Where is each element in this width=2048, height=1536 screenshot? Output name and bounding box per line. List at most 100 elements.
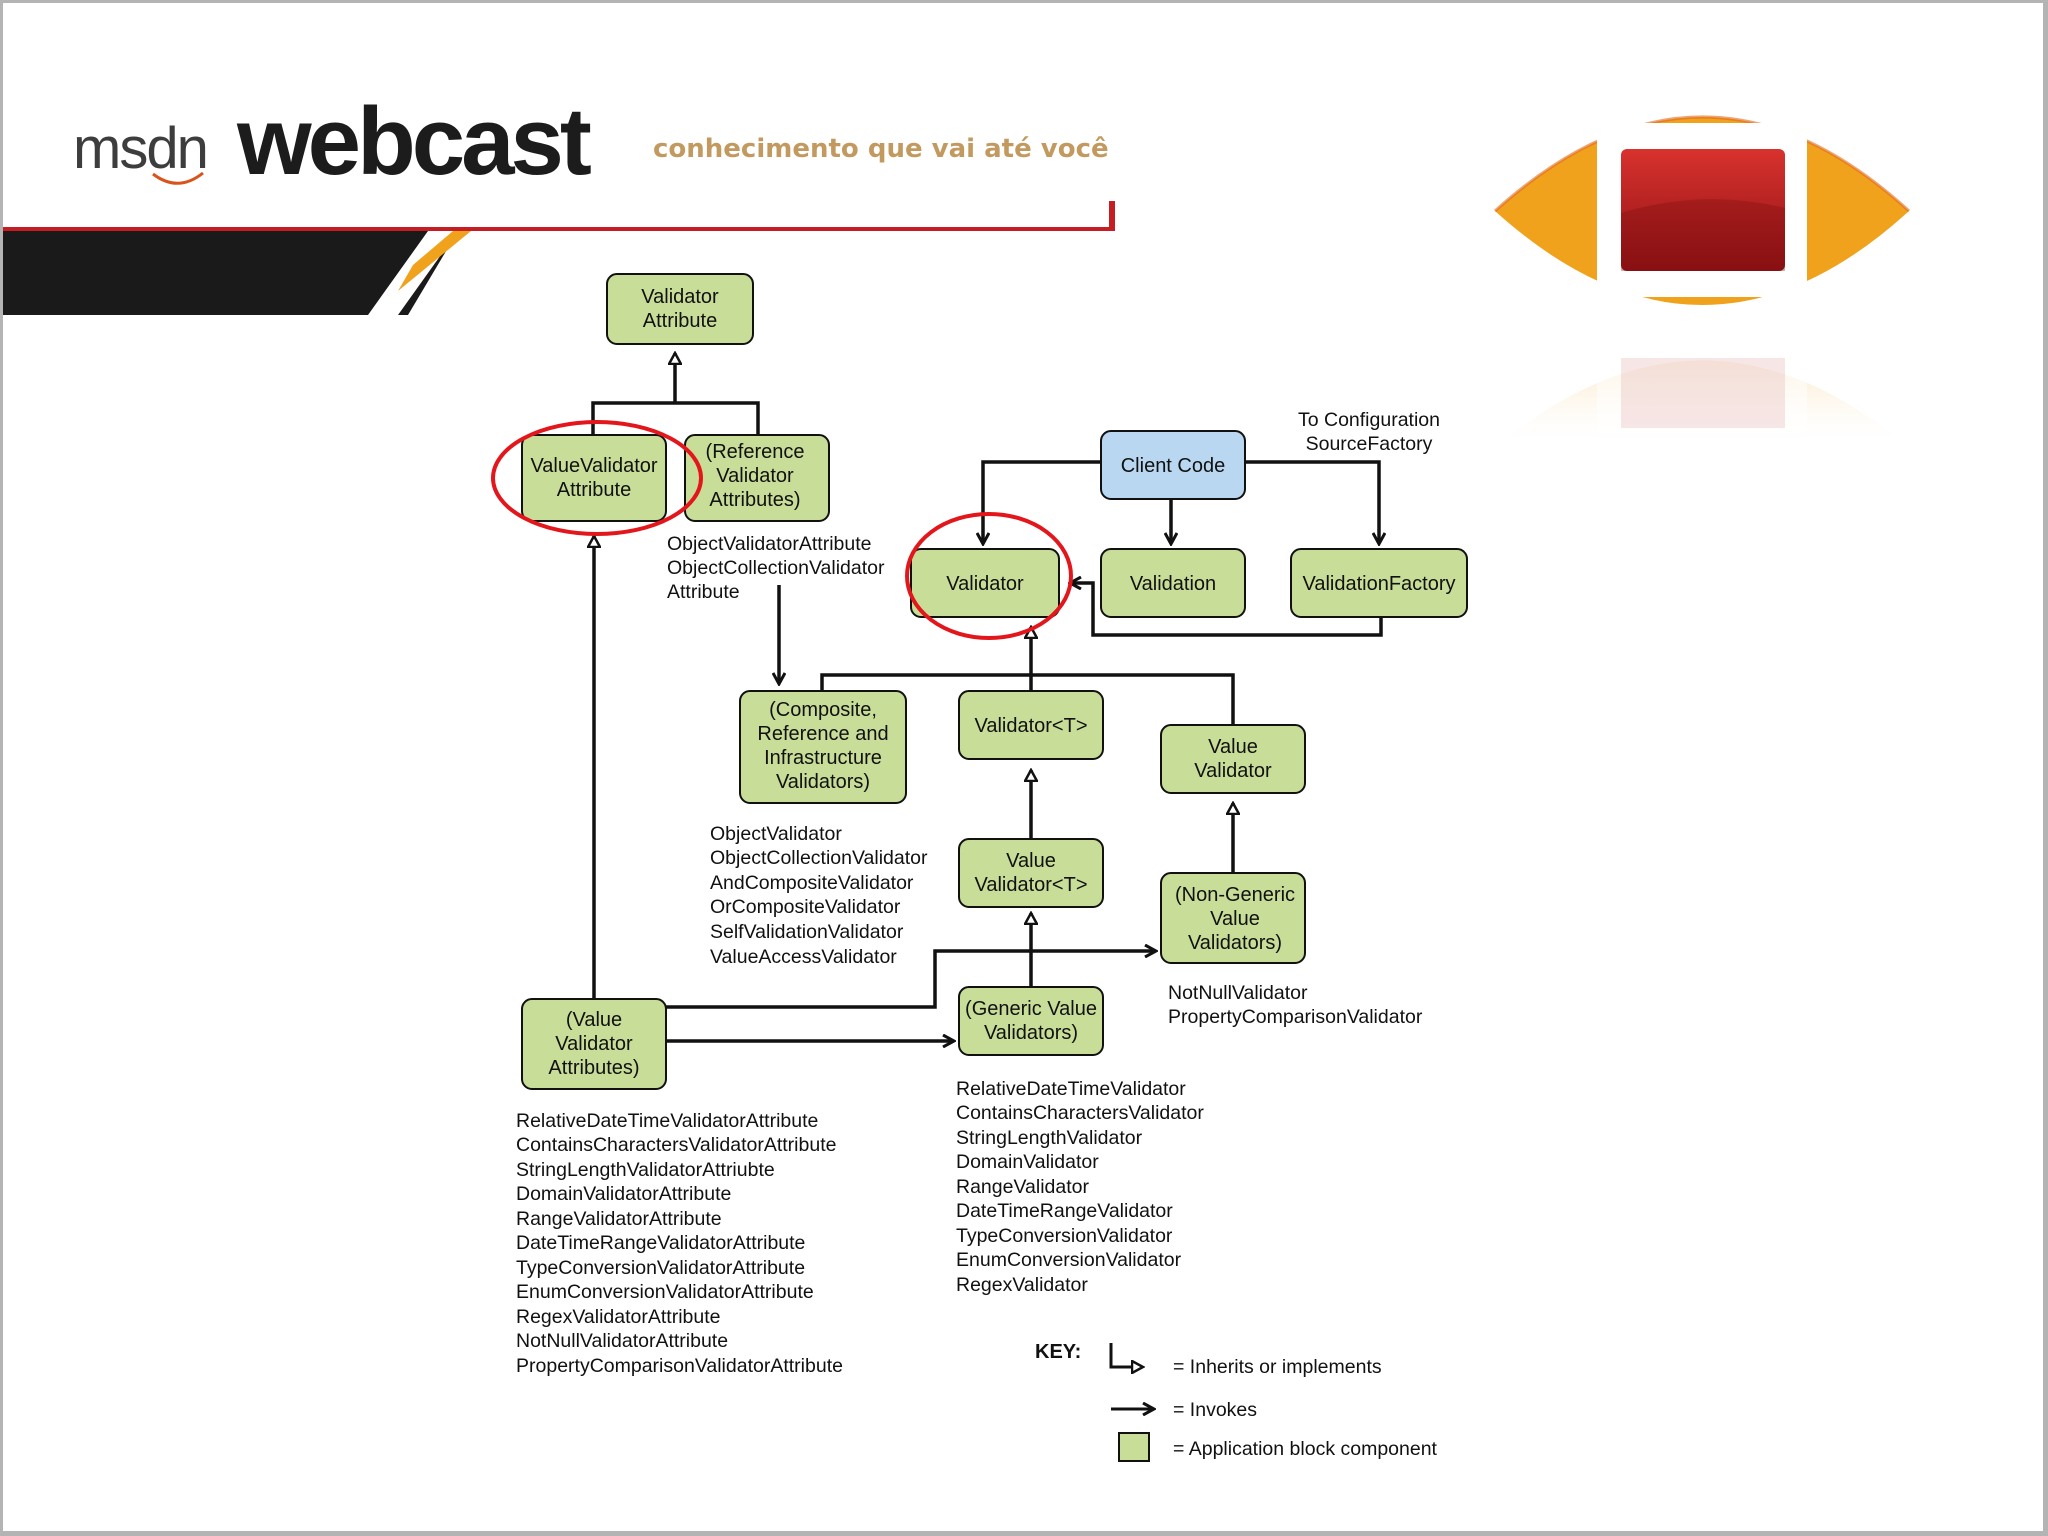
svg-text:Value: Value: [1006, 850, 1056, 872]
svg-text:ValueValidator: ValueValidator: [530, 455, 657, 477]
svg-text:(Composite,: (Composite,: [769, 699, 877, 721]
svg-text:Validator<T>: Validator<T>: [974, 874, 1087, 896]
diagram-key: KEY: = Inherits or implements = Invokes …: [1035, 1341, 1438, 1462]
svg-text:Validation: Validation: [1130, 573, 1216, 595]
highlight-value-validator-attribute: [491, 420, 703, 536]
note-to-config: To Configuration SourceFactory: [1298, 409, 1440, 455]
svg-text:Attributes): Attributes): [709, 489, 800, 511]
diagram-canvas: Validator Attribute ValueValidator Attri…: [3, 115, 1911, 1462]
svg-text:RangeValidatorAttribute: RangeValidatorAttribute: [516, 1208, 722, 1230]
key-inherits-label: = Inherits or implements: [1173, 1356, 1382, 1378]
svg-text:Reference and: Reference and: [757, 723, 888, 745]
svg-text:PropertyComparisonValidator: PropertyComparisonValidator: [1168, 1006, 1423, 1028]
box-client-code: Client Code: [1100, 430, 1246, 500]
header-orange-stripe: [398, 231, 471, 291]
svg-text:Attribute: Attribute: [667, 581, 740, 603]
box-generic-value-validators: (Generic Value Validators): [958, 986, 1104, 1056]
svg-text:ContainsCharactersValidatorAtt: ContainsCharactersValidatorAttribute: [516, 1134, 836, 1156]
svg-text:RelativeDateTimeValidator: RelativeDateTimeValidator: [956, 1078, 1186, 1100]
svg-text:Attribute: Attribute: [643, 310, 717, 332]
logo-swoosh: [152, 171, 204, 185]
svg-text:Client Code: Client Code: [1121, 455, 1226, 477]
svg-text:OrCompositeValidator: OrCompositeValidator: [710, 896, 901, 918]
svg-text:Validator: Validator: [946, 573, 1024, 595]
svg-text:To Configuration: To Configuration: [1298, 409, 1440, 431]
svg-text:(Non-Generic: (Non-Generic: [1175, 884, 1295, 906]
key-component-swatch: [1118, 1432, 1150, 1462]
header-red-tick: [1109, 201, 1115, 231]
svg-text:ValueAccessValidator: ValueAccessValidator: [710, 946, 897, 968]
box-validator: Validator: [910, 548, 1060, 618]
svg-text:EnumConversionValidator: EnumConversionValidator: [956, 1249, 1182, 1271]
box-reference-validator-attributes: (Reference Validator Attributes): [684, 434, 830, 522]
svg-text:DateTimeRangeValidator: DateTimeRangeValidator: [956, 1200, 1173, 1222]
svg-text:Value: Value: [1208, 736, 1258, 758]
note-generic-list: RelativeDateTimeValidator ContainsCharac…: [956, 1078, 1204, 1296]
svg-text:Validators): Validators): [776, 771, 870, 793]
svg-text:(Generic Value: (Generic Value: [965, 998, 1097, 1020]
svg-text:TypeConversionValidator: TypeConversionValidator: [956, 1225, 1173, 1247]
logo-webcast-text: webcast: [237, 88, 592, 195]
highlight-validator: [905, 512, 1073, 640]
svg-text:DomainValidator: DomainValidator: [956, 1151, 1099, 1173]
slide: msdn webcast conhecimento que vai até vo…: [3, 3, 2043, 1531]
box-value-validator-t: Value Validator<T>: [958, 838, 1104, 908]
svg-text:NotNullValidatorAttribute: NotNullValidatorAttribute: [516, 1330, 728, 1352]
svg-text:Validator: Validator: [716, 465, 794, 487]
svg-text:Attribute: Attribute: [557, 479, 631, 501]
box-value-validator: Value Validator: [1160, 724, 1306, 794]
svg-text:RegexValidator: RegexValidator: [956, 1274, 1088, 1296]
logo-msdn-text: msdn: [73, 116, 209, 181]
tagline: conhecimento que vai até você: [653, 134, 1109, 164]
header-black-band: [3, 231, 458, 315]
svg-text:DateTimeRangeValidatorAttribut: DateTimeRangeValidatorAttribute: [516, 1232, 805, 1254]
svg-text:Attributes): Attributes): [548, 1057, 639, 1079]
component-boxes: Validator Attribute ValueValidator Attri…: [521, 273, 1468, 1090]
svg-text:(Value: (Value: [566, 1009, 622, 1031]
box-validator-attribute: Validator Attribute: [606, 273, 754, 345]
svg-text:RegexValidatorAttribute: RegexValidatorAttribute: [516, 1306, 721, 1328]
highlight-rings: [491, 420, 1073, 640]
svg-text:DomainValidatorAttribute: DomainValidatorAttribute: [516, 1183, 731, 1205]
note-non-generic-list: NotNullValidator PropertyComparisonValid…: [1168, 982, 1423, 1028]
box-non-generic-value-validators: (Non-Generic Value Validators): [1160, 872, 1306, 964]
svg-text:PropertyComparisonValidatorAtt: PropertyComparisonValidatorAttribute: [516, 1355, 843, 1377]
svg-text:ContainsCharactersValidator: ContainsCharactersValidator: [956, 1102, 1204, 1124]
note-attribute-list: RelativeDateTimeValidatorAttribute Conta…: [516, 1110, 843, 1377]
box-value-validator-attribute: ValueValidator Attribute: [521, 434, 667, 522]
svg-text:(Reference: (Reference: [706, 441, 805, 463]
key-inherits-symbol: [1109, 1343, 1143, 1367]
header-red-line: [3, 227, 1115, 231]
svg-text:AndCompositeValidator: AndCompositeValidator: [710, 872, 914, 894]
key-title: KEY:: [1035, 1341, 1081, 1363]
box-validation: Validation: [1100, 548, 1246, 618]
svg-text:Validators): Validators): [984, 1022, 1078, 1044]
svg-text:SourceFactory: SourceFactory: [1306, 433, 1433, 455]
svg-text:ObjectValidator: ObjectValidator: [710, 823, 842, 845]
svg-text:Value: Value: [1210, 908, 1260, 930]
svg-text:SelfValidationValidator: SelfValidationValidator: [710, 921, 904, 943]
svg-text:ObjectCollectionValidator: ObjectCollectionValidator: [667, 557, 885, 579]
svg-text:Validator: Validator: [1194, 760, 1272, 782]
svg-text:StringLengthValidatorAttriubte: StringLengthValidatorAttriubte: [516, 1159, 775, 1181]
svg-text:ObjectCollectionValidator: ObjectCollectionValidator: [710, 847, 928, 869]
box-value-validator-attributes: (Value Validator Attributes): [521, 998, 667, 1090]
svg-text:Validators): Validators): [1188, 932, 1282, 954]
svg-text:EnumConversionValidatorAttribu: EnumConversionValidatorAttribute: [516, 1281, 814, 1303]
header-decoration: [3, 171, 1115, 315]
box-validator-t: Validator<T>: [958, 690, 1104, 760]
svg-text:Infrastructure: Infrastructure: [764, 747, 882, 769]
svg-text:Validator: Validator: [555, 1033, 633, 1055]
svg-text:NotNullValidator: NotNullValidator: [1168, 982, 1308, 1004]
svg-text:ValidationFactory: ValidationFactory: [1302, 573, 1455, 595]
note-reference-attributes: ObjectValidatorAttribute ObjectCollectio…: [667, 533, 885, 603]
eye-logo: [1493, 115, 1911, 448]
svg-text:ObjectValidatorAttribute: ObjectValidatorAttribute: [667, 533, 872, 555]
box-validation-factory: ValidationFactory: [1290, 548, 1468, 618]
svg-text:StringLengthValidator: StringLengthValidator: [956, 1127, 1143, 1149]
svg-text:Validator<T>: Validator<T>: [974, 715, 1087, 737]
key-component-label: = Application block component: [1173, 1438, 1438, 1460]
svg-text:TypeConversionValidatorAttribu: TypeConversionValidatorAttribute: [516, 1257, 805, 1279]
svg-text:Validator: Validator: [641, 286, 719, 308]
box-composite-validators: (Composite, Reference and Infrastructure…: [739, 690, 907, 804]
